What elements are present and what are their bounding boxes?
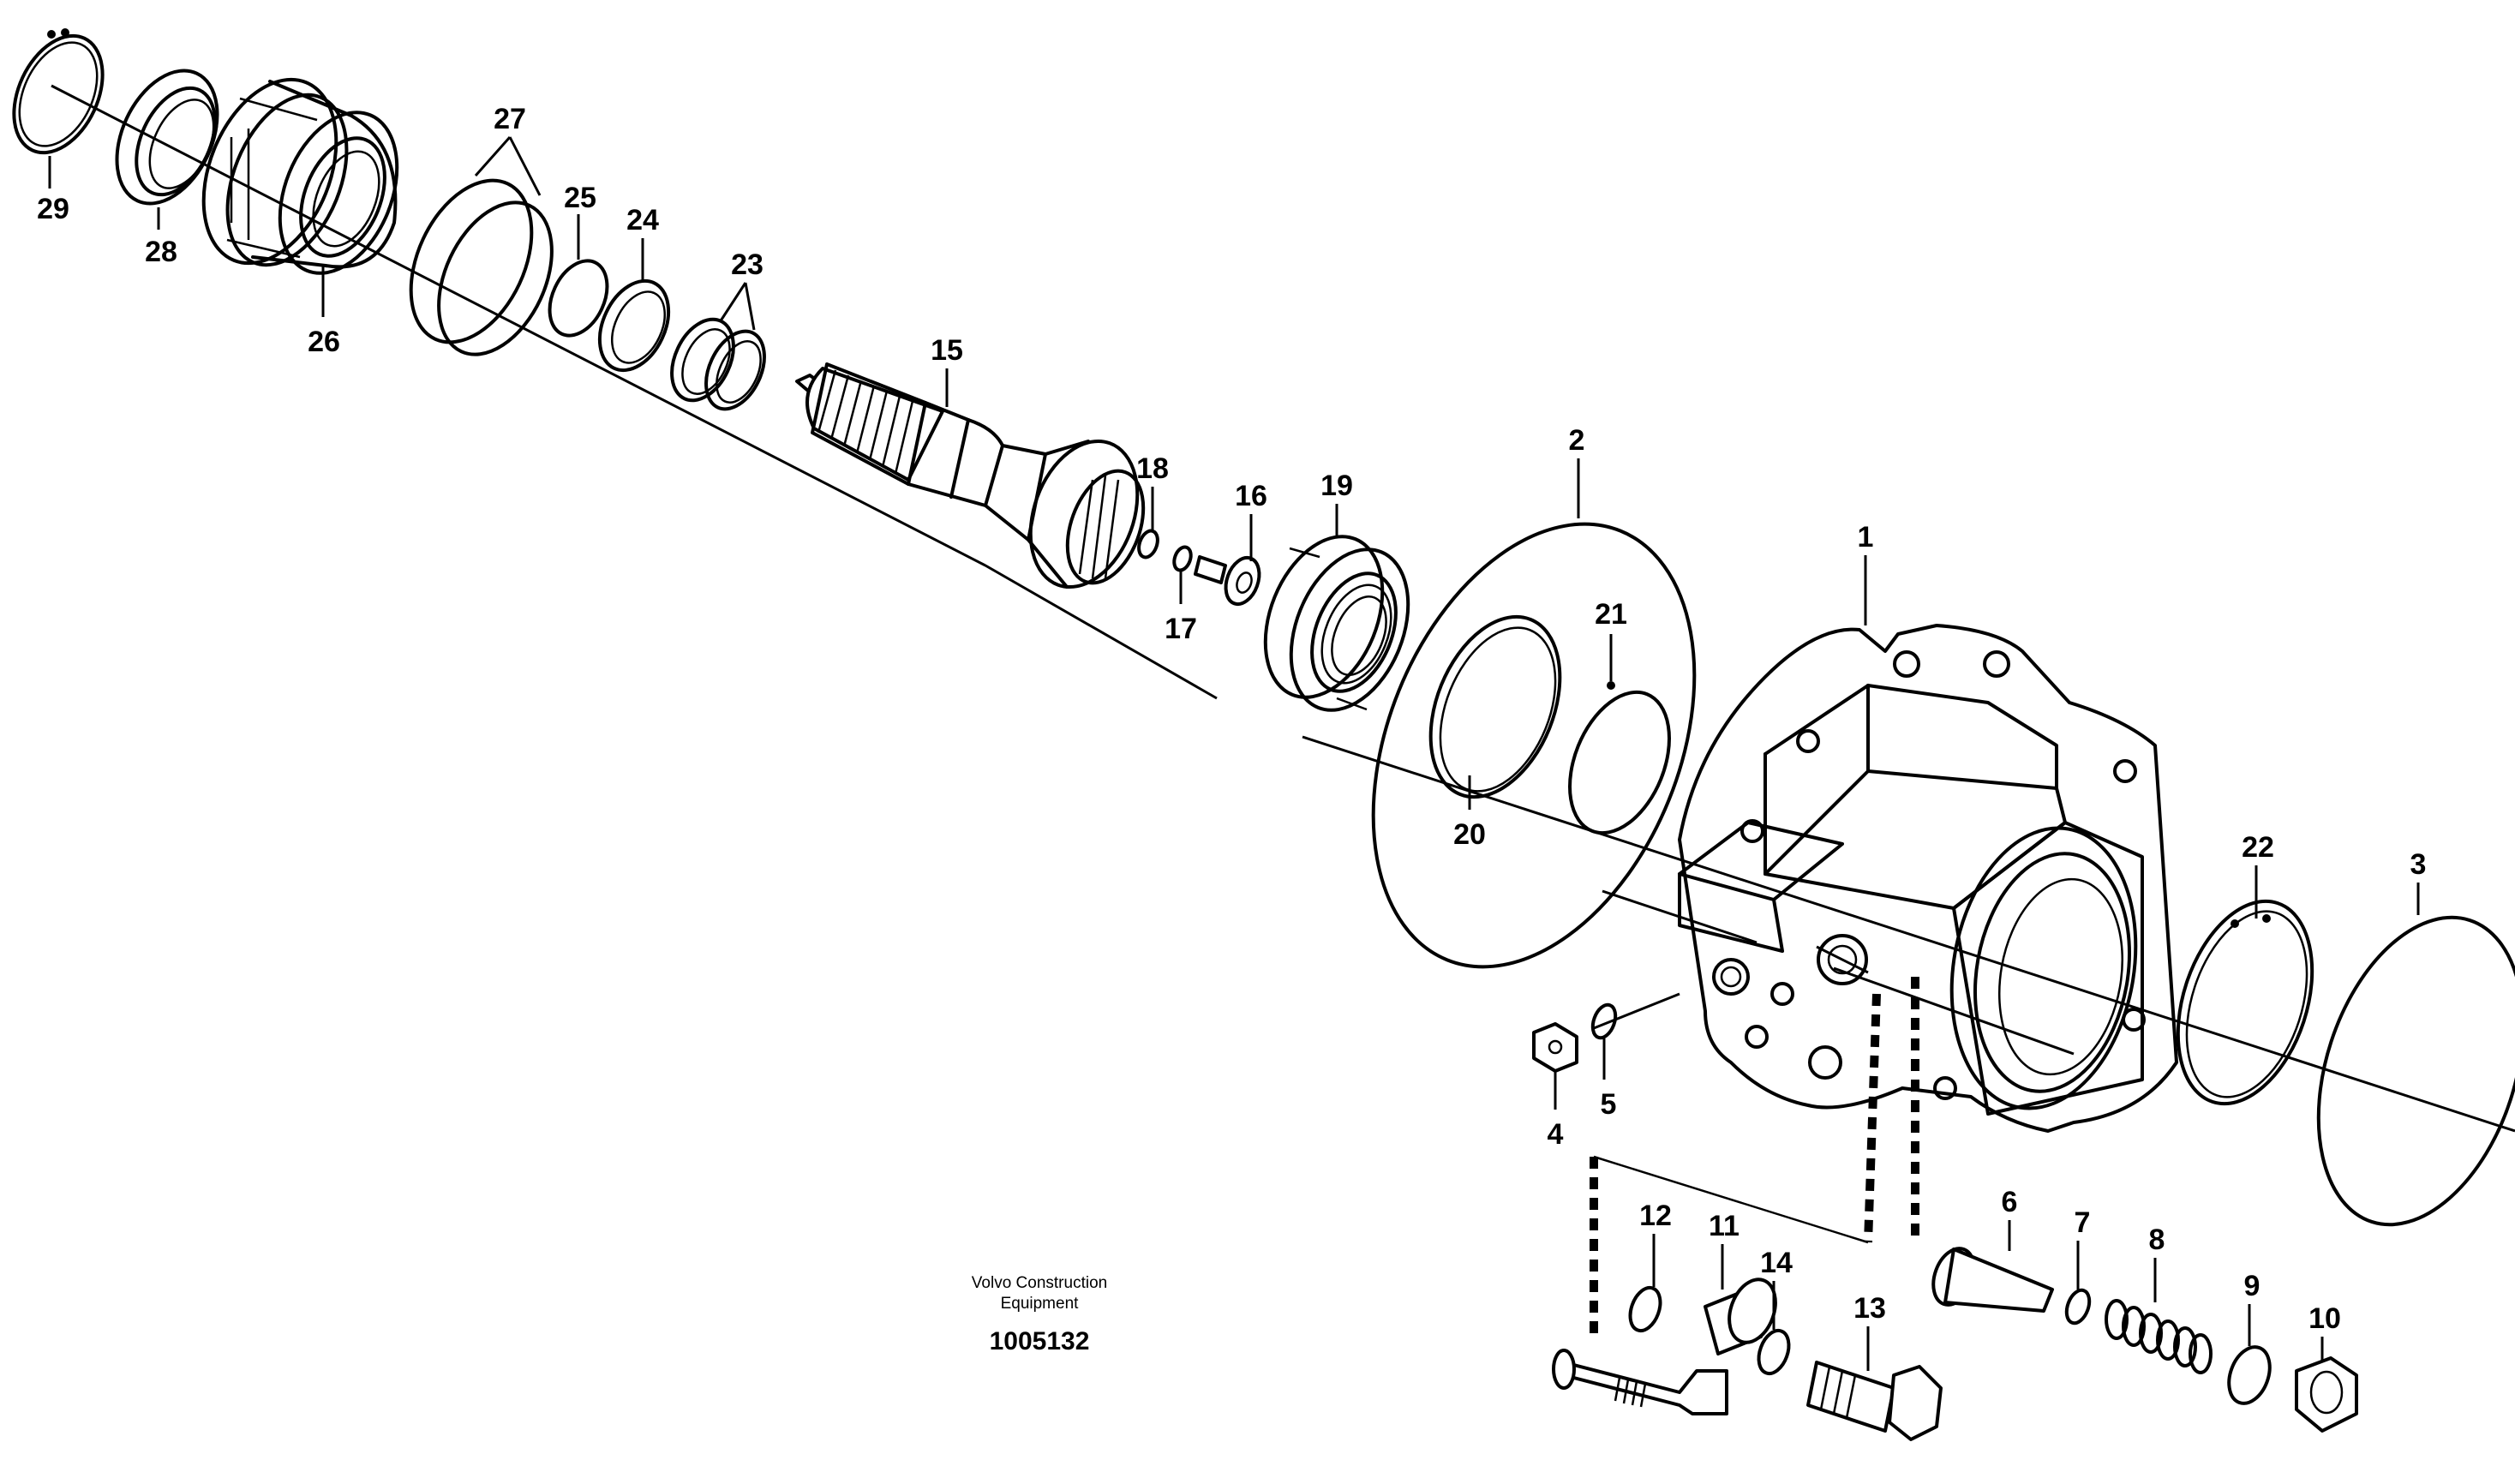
label-1: 1: [1858, 521, 1874, 554]
label-6: 6: [2002, 1186, 2018, 1218]
internal-spline: [1078, 475, 1120, 579]
label-9: 9: [2244, 1270, 2261, 1302]
part-6-valve-spool: [1931, 1247, 2054, 1313]
diagram-caption: Volvo Construction Equipment 1005132: [972, 1274, 1107, 1355]
label-25: 25: [564, 182, 596, 214]
label-27: 27: [494, 103, 526, 135]
part-26-cover-housing: [201, 77, 399, 275]
label-20: 20: [1453, 818, 1486, 851]
caption-line-2: Equipment: [1001, 1295, 1080, 1313]
part-21-snap-ring: [1568, 681, 1671, 835]
label-2: 2: [1569, 424, 1585, 457]
part-1-pump-housing: [1678, 624, 2178, 1133]
part-15-splined-shaft: [795, 362, 1146, 589]
label-23: 23: [731, 248, 763, 281]
label-5: 5: [1601, 1088, 1617, 1121]
part-5-o-ring: [1590, 1002, 1618, 1040]
label-28: 28: [145, 236, 177, 268]
spline-teeth: [817, 369, 914, 475]
label-4: 4: [1548, 1118, 1564, 1151]
part-11-fitting: [1552, 1278, 1777, 1415]
label-17: 17: [1165, 613, 1197, 645]
part-13-bolt: [1806, 1361, 1943, 1441]
diagram-code: 1005132: [990, 1327, 1090, 1355]
label-12: 12: [1639, 1200, 1672, 1232]
label-18: 18: [1136, 452, 1169, 485]
label-13: 13: [1853, 1292, 1886, 1325]
part-20-ring: [1428, 614, 1562, 799]
label-8: 8: [2149, 1224, 2165, 1256]
label-29: 29: [37, 193, 69, 225]
part-3-o-ring: [2316, 915, 2515, 1227]
label-10: 10: [2308, 1302, 2341, 1335]
part-12-o-ring: [1628, 1285, 1662, 1333]
label-7: 7: [2075, 1206, 2091, 1239]
part-9-o-ring: [2227, 1345, 2272, 1405]
part-2-gasket: [1371, 522, 1697, 969]
part-27-o-rings: [409, 178, 554, 356]
label-14: 14: [1760, 1247, 1793, 1279]
part-number-labels: 29 28 26 27 25 24 23 15 18 17 16 19 2 20…: [37, 103, 2426, 1335]
part-22-snap-ring: [2176, 899, 2314, 1106]
part-7-o-ring: [2064, 1288, 2092, 1325]
part-16-pin: [1194, 555, 1261, 607]
part-17-small-ring: [1172, 545, 1193, 572]
label-22: 22: [2242, 831, 2274, 864]
part-23-snap-rings: [670, 317, 766, 411]
label-21: 21: [1595, 598, 1627, 631]
label-26: 26: [308, 326, 340, 358]
routing-dashed-lines: [1590, 977, 1919, 1337]
caption-line-1: Volvo Construction: [972, 1274, 1107, 1292]
part-25-ring: [548, 259, 609, 338]
part-24-washer: [597, 278, 671, 373]
part-28-seal-ring: [115, 69, 219, 206]
part-4-plug: [1532, 1022, 1578, 1073]
label-19: 19: [1320, 470, 1353, 502]
label-11: 11: [1709, 1210, 1740, 1242]
label-24: 24: [626, 204, 659, 236]
label-15: 15: [931, 334, 963, 367]
label-16: 16: [1235, 480, 1267, 512]
part-29-snap-ring: [12, 28, 105, 155]
leader-lines: [48, 136, 2420, 1371]
part-19-roller-bearing: [1263, 535, 1410, 712]
part-14-o-ring: [1757, 1328, 1791, 1376]
part-10-plug: [2295, 1356, 2358, 1433]
label-3: 3: [2410, 848, 2427, 881]
part-8-spring: [2105, 1299, 2213, 1374]
